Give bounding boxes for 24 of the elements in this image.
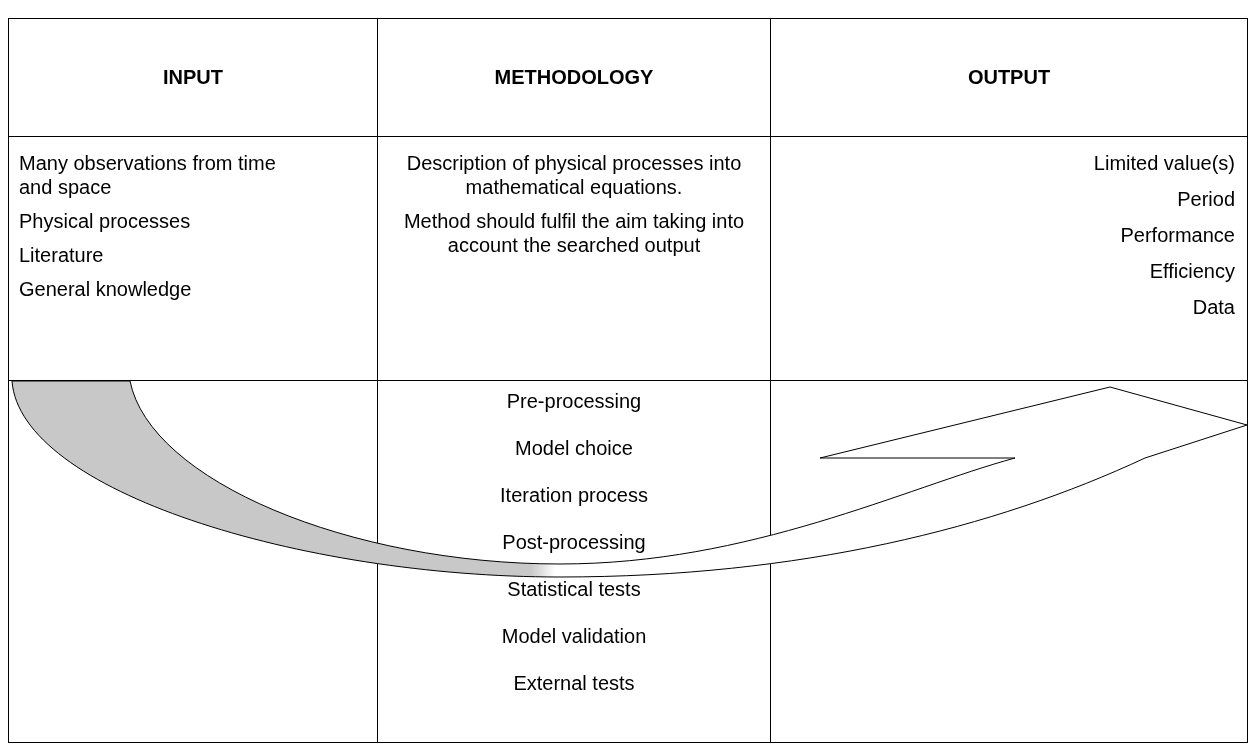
description-text: Description of physical processes into mathematical equations. <box>405 151 743 199</box>
curved-block-arrow <box>11 380 1248 578</box>
list-item: Period <box>1177 187 1235 211</box>
list-item: Many observations from time and space <box>19 151 277 199</box>
list-item: Post-processing <box>501 530 647 554</box>
list-item: Physical processes <box>19 209 192 233</box>
list-item: Efficiency <box>1149 259 1235 283</box>
list-item: Limited value(s) <box>1093 151 1235 175</box>
list-item: Pre-processing <box>505 389 643 413</box>
column-header: OUTPUT <box>966 65 1052 89</box>
list-item: Literature <box>19 243 105 267</box>
header-cell <box>8 18 378 137</box>
list-item: Model choice <box>514 436 634 460</box>
list-item: Iteration process <box>499 483 649 507</box>
column-header: METHODOLOGY <box>493 65 655 89</box>
list-item: General knowledge <box>19 277 193 301</box>
header-cell <box>770 18 1248 137</box>
column-header: INPUT <box>162 65 224 89</box>
list-item: Model validation <box>500 624 648 648</box>
list-item: External tests <box>512 671 636 695</box>
list-item: Statistical tests <box>506 577 642 601</box>
list-item: Data <box>1192 295 1235 319</box>
list-item: Performance <box>1120 223 1235 247</box>
description-text: Method should fulfil the aim taking into account the searched output <box>402 209 746 257</box>
